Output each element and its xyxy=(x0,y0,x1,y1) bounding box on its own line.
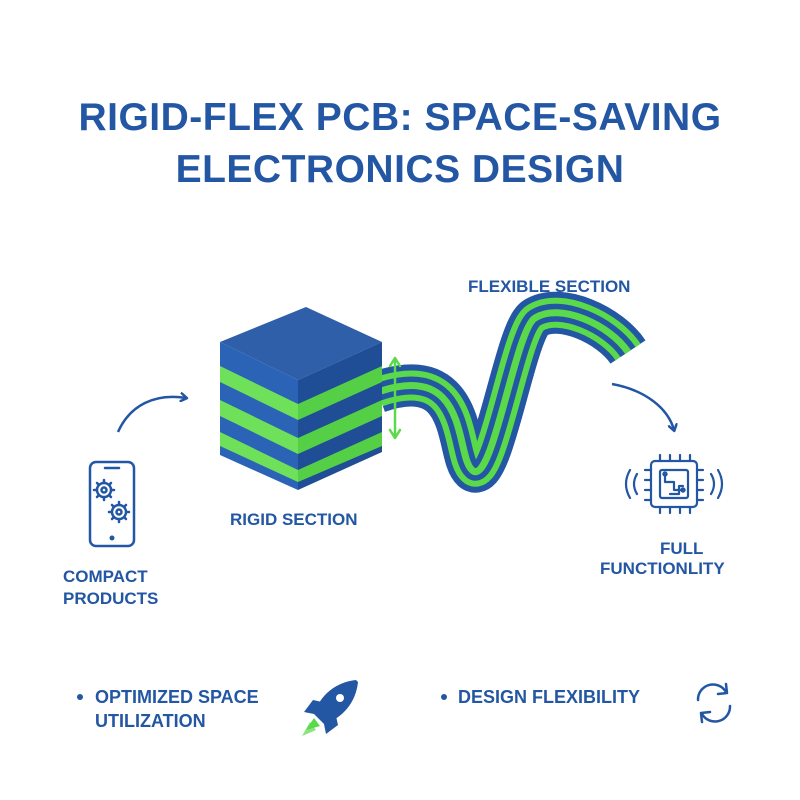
arrow-to-chip-icon xyxy=(611,382,674,430)
arrow-to-cube-icon xyxy=(116,397,186,433)
bullet-dot-icon xyxy=(77,694,83,700)
full-functionality-line-1: FULL xyxy=(660,539,704,558)
gear-icon xyxy=(92,478,116,502)
chip-icon xyxy=(624,453,724,515)
gear-icon xyxy=(107,500,131,524)
bullet-text-line-2: UTILIZATION xyxy=(95,711,206,731)
flexible-section-label: FLEXIBLE SECTION xyxy=(468,277,631,296)
refresh-icon xyxy=(696,682,732,724)
bullet-text-line-1: DESIGN FLEXIBILITY xyxy=(458,687,641,707)
compact-products-line-1: COMPACT xyxy=(63,567,148,586)
bullet-text-line-1: OPTIMIZED SPACE xyxy=(95,687,259,707)
title-line-1: RIGID-FLEX PCB: SPACE-SAVING xyxy=(78,96,722,139)
bend-double-arrow-icon xyxy=(388,356,402,440)
smartphone-icon xyxy=(88,460,136,548)
rocket-icon xyxy=(302,680,358,736)
page-title: RIGID-FLEX PCB: SPACE-SAVING ELECTRONICS… xyxy=(0,92,800,196)
flexible-section-ribbon xyxy=(371,291,646,493)
full-functionality-line-2: FUNCTIONLITY xyxy=(600,559,725,578)
compact-products-line-2: PRODUCTS xyxy=(63,589,159,608)
rigid-section-cube xyxy=(220,307,382,490)
bullet-dot-icon xyxy=(441,694,447,700)
rigid-section-label: RIGID SECTION xyxy=(230,510,358,529)
title-line-2: ELECTRONICS DESIGN xyxy=(175,148,625,191)
